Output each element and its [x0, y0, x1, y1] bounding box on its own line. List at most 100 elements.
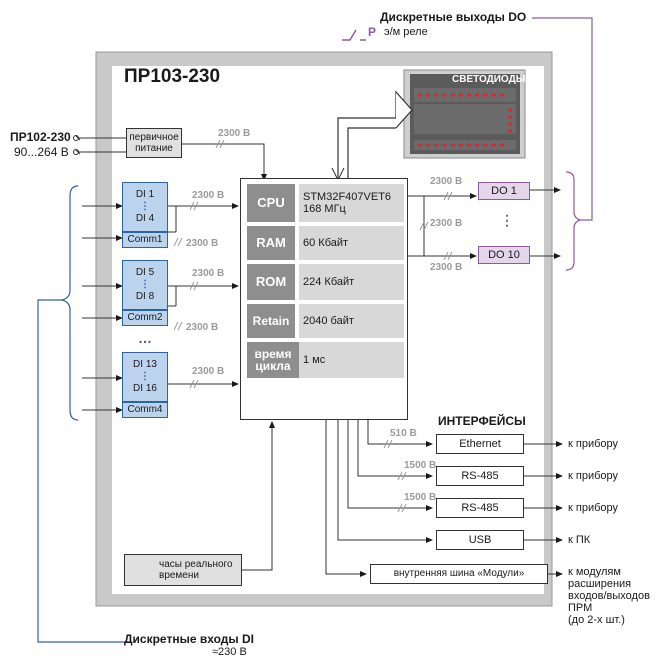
led-dot	[508, 115, 512, 119]
cpu-param-value: 2040 байт	[299, 304, 404, 338]
comm-box-1: Comm1	[122, 232, 168, 248]
led-indicators	[418, 93, 512, 147]
led-dot	[442, 93, 447, 97]
iface-target-3: к прибору	[568, 502, 618, 514]
di-dots: ⋮	[140, 279, 150, 290]
cpu-value-line-1: STM32F407VET6	[303, 191, 392, 203]
isolation-rs485-2: 1500 В	[404, 492, 437, 503]
di-first-label: DI 5	[135, 267, 155, 278]
cpu-value-line-1: 224 Кбайт	[303, 276, 355, 288]
isolation-do-1: 2300 В	[430, 176, 463, 187]
cpu-param-value: 1 мс	[299, 342, 404, 378]
led-dot	[434, 143, 439, 147]
di-ellipsis: …	[138, 330, 152, 346]
led-label: СВЕТОДИОДЫ	[452, 74, 526, 85]
cpu-value-line-1: 2040 байт	[303, 315, 354, 327]
iface-usb: USB	[436, 530, 524, 550]
cpu-row-ram: RAM 60 Кбайт	[247, 226, 404, 260]
led-dot	[426, 93, 431, 97]
di-block-1: DI 1 ⋮ DI 4	[122, 182, 168, 232]
led-dot	[434, 93, 439, 97]
iface-rs485-2: RS-485	[436, 498, 524, 518]
cpu-row-cpu: CPU STM32F407VET6 168 МГц	[247, 184, 404, 222]
di-block-3: DI 13 ⋮ DI 16	[122, 352, 168, 402]
isolation-di-comm-2: 2300 В	[186, 322, 219, 333]
led-dot	[492, 93, 496, 97]
led-dot	[467, 93, 472, 97]
led-dot	[418, 93, 422, 97]
di-leader	[37, 299, 132, 643]
cpu-value-line-1: 1 мс	[303, 354, 326, 366]
isolation-do-mid: 2300 В	[430, 218, 463, 229]
isolation-power: 2300 В	[218, 128, 251, 139]
di-last-label: DI 16	[133, 383, 157, 394]
bus-target-line: входов/выходов	[568, 590, 650, 602]
led-dot	[500, 93, 504, 97]
led-dot	[459, 143, 463, 147]
cpu-param-label: время цикла	[247, 342, 299, 378]
led-dot	[500, 143, 504, 147]
comm-label: Comm1	[127, 234, 163, 245]
cpu-param-value: 60 Кбайт	[299, 226, 404, 260]
di-first-label: DI 13	[133, 359, 157, 370]
cpu-value-line-2: 168 МГц	[303, 203, 346, 215]
outputs-title: Дискретные выходы DO	[380, 10, 527, 24]
comm-box-3: Comm4	[122, 402, 168, 418]
do-bracket	[565, 171, 582, 271]
bus-box: внутренняя шина «Модули»	[370, 564, 548, 584]
led-dot	[451, 93, 455, 97]
di-last-label: DI 4	[135, 213, 155, 224]
comm-label: Comm4	[127, 404, 163, 415]
isolation-di-comm-1: 2300 В	[186, 238, 219, 249]
cpu-row-cycle: время цикла 1 мс	[247, 342, 404, 378]
do-leader	[532, 17, 593, 221]
power-voltage: 90...264 В	[14, 145, 69, 159]
do-box-last: DO 10	[478, 246, 530, 264]
isolation-rs485-1: 1500 В	[404, 460, 437, 471]
bus-target-line: (до 2-х шт.)	[568, 614, 625, 626]
bus-target-line: ПРМ	[568, 602, 593, 614]
do-dots: ⋮	[500, 212, 514, 228]
led-dot	[508, 129, 512, 133]
iface-target-1: к прибору	[568, 438, 618, 450]
led-dot	[508, 108, 512, 112]
do-last-label: DO 10	[488, 249, 520, 261]
bus-target-line: к модулям	[568, 566, 621, 578]
di-block-2: DI 5 ⋮ DI 8	[122, 260, 168, 310]
device-title: ПР103-230	[124, 66, 221, 87]
iface-name: RS-485	[461, 502, 499, 514]
bus-target-line: расширения	[568, 578, 632, 590]
led-panel	[403, 69, 526, 159]
rtc-box: часы реального времени	[124, 554, 242, 586]
led-dot	[475, 143, 480, 147]
primary-power-label: первичное питание	[129, 132, 179, 154]
led-dot	[483, 143, 488, 147]
isolation-di-1: 2300 В	[192, 190, 225, 201]
led-dot	[483, 93, 488, 97]
inputs-title: Дискретные входы DI	[124, 632, 254, 646]
cpu-param-value: 224 Кбайт	[299, 264, 404, 300]
comm-label: Comm2	[127, 312, 163, 323]
led-dot	[492, 143, 496, 147]
di-first-label: DI 1	[135, 189, 155, 200]
bus-name: внутренняя шина «Модули»	[393, 568, 525, 579]
primary-power-box: первичное питание	[126, 128, 182, 158]
comm-box-2: Comm2	[122, 310, 168, 326]
iface-target-2: к прибору	[568, 470, 618, 482]
isolation-di-3: 2300 В	[192, 366, 225, 377]
bus-target: к модулям расширения входов/выходов ПРМ …	[568, 566, 650, 626]
interfaces-title: ИНТЕРФЕЙСЫ	[438, 414, 526, 428]
led-dot	[442, 143, 447, 147]
rtc-label: часы реального времени	[159, 559, 233, 581]
di-bracket	[61, 185, 79, 421]
led-dot	[451, 143, 455, 147]
cpu-param-value: STM32F407VET6 168 МГц	[299, 184, 404, 222]
do-first-label: DO 1	[491, 185, 517, 197]
cpu-param-label: RAM	[247, 226, 295, 260]
led-dot	[467, 143, 472, 147]
iface-ethernet: Ethernet	[436, 434, 524, 454]
cpu-row-rom: ROM 224 Кбайт	[247, 264, 404, 300]
iface-name: USB	[468, 534, 492, 546]
